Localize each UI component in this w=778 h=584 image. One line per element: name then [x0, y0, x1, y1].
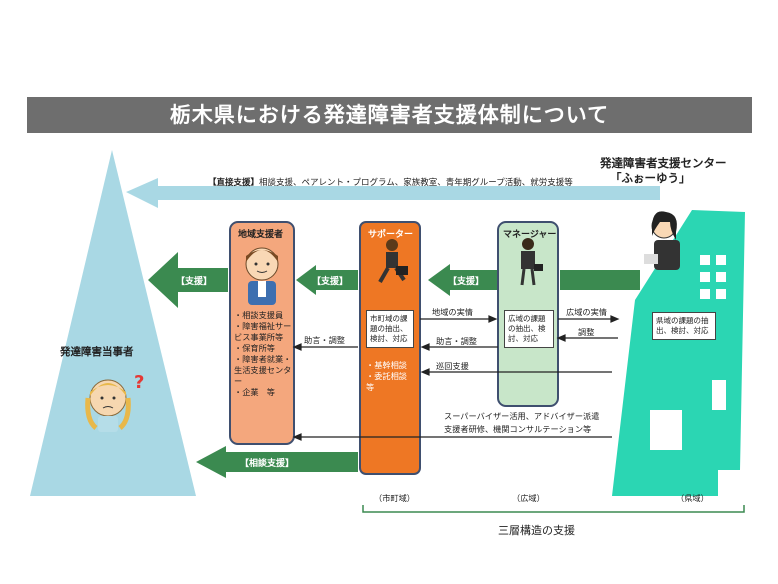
- level-municipal: （市町域）: [374, 493, 415, 503]
- center-building: [612, 210, 745, 496]
- support-arrow-center: [560, 270, 640, 290]
- local-supporter-man-icon: [245, 247, 279, 305]
- consult-support-label: 【相談支援】: [240, 459, 295, 469]
- support-arrow-supporter: [296, 265, 358, 295]
- direct-support-content: 相談支援、ペアレント・プログラム、家族教室、青年期グループ活動、就労支援等: [259, 178, 573, 188]
- adjust-label: 調整: [578, 327, 595, 337]
- direct-support-text: 【直接支援】相談支援、ペアレント・プログラム、家族教室、青年期グループ活動、就労…: [208, 176, 573, 188]
- local-supporter-item: ・企業 等: [234, 387, 275, 397]
- supporter-item: 等: [366, 382, 375, 392]
- center-name-line1: 発達障害者支援センター: [600, 156, 727, 170]
- supporter-runner-icon: [378, 239, 408, 283]
- supporter-box: [359, 221, 421, 475]
- area-state-label: 地域の実情: [432, 307, 473, 317]
- three-layer-bracket: [362, 505, 745, 513]
- local-supporter-title: 地域支援者: [238, 230, 284, 240]
- direct-support-label: 【直接支援】: [208, 178, 260, 188]
- support-arrow-local: [148, 252, 228, 308]
- manager-woman-icon: [520, 238, 543, 286]
- question-mark-icon: ?: [134, 372, 145, 393]
- local-supporter-item: ・保育所等: [234, 343, 275, 353]
- center-name-line2: 「ふぉーゆう」: [610, 171, 691, 185]
- consult-support-arrow: [196, 446, 358, 478]
- local-supporter-item: ・障害者就業・生活支援センター: [234, 354, 292, 386]
- local-supporter-item: ・障害福祉サービス事業所等: [234, 321, 292, 342]
- level-wide: （広域）: [512, 493, 545, 503]
- pref-task-box: 県域の課題の抽出、検討、対応: [652, 312, 716, 340]
- supporter-list: ・基幹相談 ・委託相談 等: [366, 360, 416, 393]
- manager-title: マネージャー: [503, 230, 557, 240]
- supporter-item: ・基幹相談: [366, 360, 407, 370]
- supervisor-label-2: 支援者研修、機関コンサルテーション等: [444, 424, 592, 434]
- manager-task-box: 広域の課題の抽出、検討、対応: [504, 310, 554, 348]
- support-label-2: 【支援】: [312, 277, 349, 287]
- support-arrow-manager: [428, 264, 498, 296]
- supporter-title: サポーター: [368, 230, 414, 240]
- direct-support-arrow: [126, 178, 660, 208]
- person-label: 発達障害当事者: [60, 346, 134, 358]
- advice-adjust-label-2: 助言・調整: [436, 336, 477, 346]
- support-label-1: 【支援】: [176, 277, 213, 287]
- person-face-icon: [85, 379, 131, 432]
- local-supporter-box: [229, 221, 295, 445]
- advice-adjust-label: 助言・調整: [304, 335, 345, 345]
- center-name: 発達障害者支援センター 「ふぉーゆう」: [600, 156, 776, 186]
- local-supporter-list: ・相談支援員 ・障害福祉サービス事業所等 ・保育所等 ・障害者就業・生活支援セン…: [234, 310, 294, 398]
- level-prefectural: （県域）: [676, 493, 709, 503]
- wide-state-label: 広域の実情: [566, 307, 607, 317]
- page-title: 栃木県における発達障害者支援体制について: [27, 97, 752, 133]
- person-triangle: [30, 150, 196, 496]
- supervisor-label-1: スーパーバイザー活用、アドバイザー派遣: [444, 411, 600, 421]
- supporter-task-box: 市町域の課題の抽出、検討、対応: [366, 310, 414, 348]
- local-supporter-item: ・相談支援員: [234, 310, 284, 320]
- three-layer-label: 三層構造の支援: [498, 524, 575, 537]
- supporter-item: ・委託相談: [366, 371, 407, 381]
- round-support-label: 巡回支援: [436, 361, 469, 371]
- center-staff-woman-icon: [644, 211, 680, 270]
- support-label-3: 【支援】: [448, 277, 485, 287]
